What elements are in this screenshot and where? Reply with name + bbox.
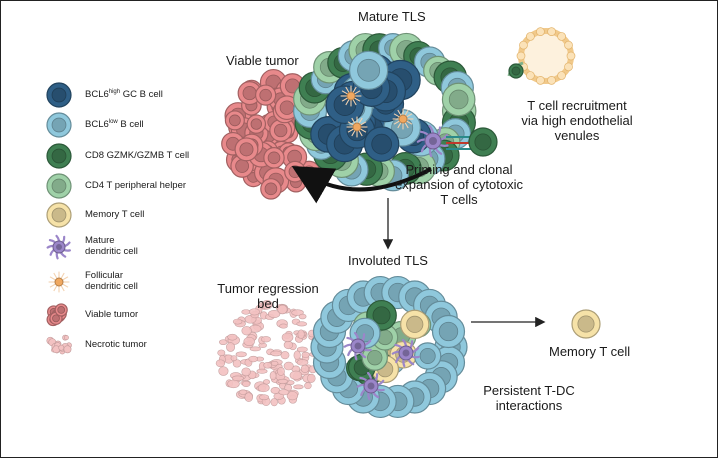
- legend-label-text: CD4 T peripheral helper: [85, 180, 187, 191]
- legend-label-text: CD8 GZMK/GZMB T cell: [85, 150, 190, 161]
- legend-label-nt: Necrotic tumor: [85, 339, 147, 350]
- legend-label-line2: dendritic cell: [85, 281, 138, 292]
- priming-label-line1: Priming and clonal: [405, 162, 513, 177]
- light-blue-cell-icon: [46, 112, 72, 138]
- priming-label-line3: T cells: [440, 192, 478, 207]
- persistent-label-line1: Persistent T-DC: [483, 383, 575, 398]
- legend-label-text: Memory T cell: [85, 209, 145, 220]
- mature-dendritic-cell: [343, 331, 372, 361]
- follicular-dendritic-cell: [346, 116, 368, 138]
- purple-dendritic-icon: [46, 234, 71, 260]
- legend-label-superscript: high: [108, 89, 121, 95]
- tumor-regression-bed: [215, 300, 325, 407]
- red-tumor-icon: [46, 303, 68, 327]
- high-endothelial-venule-icon: [507, 27, 576, 85]
- recruitment-label-line2: via high endothelial: [521, 113, 633, 128]
- mature-dendritic-cell: [356, 371, 385, 401]
- pink-necrotic-icon: [46, 334, 72, 355]
- legend-label-text: BCL6: [85, 119, 109, 131]
- recruitment-label-line1: T cell recruitment: [527, 98, 627, 113]
- mature-tls-cluster: [293, 32, 498, 192]
- mature-tls-label: Mature TLS: [358, 9, 426, 24]
- legend-label-cd8: CD8 GZMK/GZMB T cell: [85, 150, 189, 161]
- regression-label-line1: Tumor regression: [217, 281, 319, 296]
- legend-label-b: BCL6low B cell: [85, 119, 144, 130]
- regression-label-line2: bed: [257, 296, 279, 311]
- legend-label-gc_b: BCL6high GC B cell: [85, 89, 163, 100]
- viable-tumor-label: Viable tumor: [226, 53, 299, 68]
- legend-label-cd4: CD4 T peripheral helper: [85, 180, 186, 191]
- legend-label-text: Viable tumor: [85, 309, 139, 320]
- legend-label-suffix: GC B cell: [120, 89, 163, 101]
- memory-t-cell-label: Memory T cell: [549, 344, 631, 359]
- persistent-label-line2: interactions: [495, 398, 563, 413]
- orange-follicular-icon: [48, 271, 70, 293]
- legend-label-line1: Mature: [85, 235, 115, 246]
- legend-label-text: Necrotic tumor: [85, 339, 147, 350]
- follicular-dendritic-cell: [392, 108, 414, 130]
- legend-label-mem: Memory T cell: [85, 209, 144, 220]
- dark-blue-cell-icon: [46, 82, 72, 108]
- cd8-t-cell: [468, 127, 498, 157]
- follicular-dendritic-cell: [340, 85, 362, 107]
- legend-label-text: BCL6: [85, 89, 109, 101]
- legend-label-vt: Viable tumor: [85, 309, 138, 320]
- yellow-cell-icon: [46, 202, 72, 228]
- priming-label-line2: expansion of cytotoxic: [395, 177, 523, 192]
- legend-label-suffix: B cell: [117, 119, 144, 131]
- dark-green-cell-icon: [46, 143, 72, 169]
- involuted-tls-label: Involuted TLS: [348, 253, 428, 268]
- recruitment-label-line3: venules: [554, 128, 600, 143]
- mature-dendritic-cell: [391, 338, 420, 368]
- involuted-tls-cluster: [310, 275, 468, 419]
- memory-t-cell-icon: [571, 309, 601, 339]
- legend-label-line2: dendritic cell: [85, 246, 138, 257]
- legend-label-superscript: low: [108, 119, 118, 125]
- light-green-cell-icon: [46, 173, 72, 199]
- cytotoxic-attack-arrow: [291, 166, 432, 204]
- legend-label-line1: Follicular: [85, 270, 124, 281]
